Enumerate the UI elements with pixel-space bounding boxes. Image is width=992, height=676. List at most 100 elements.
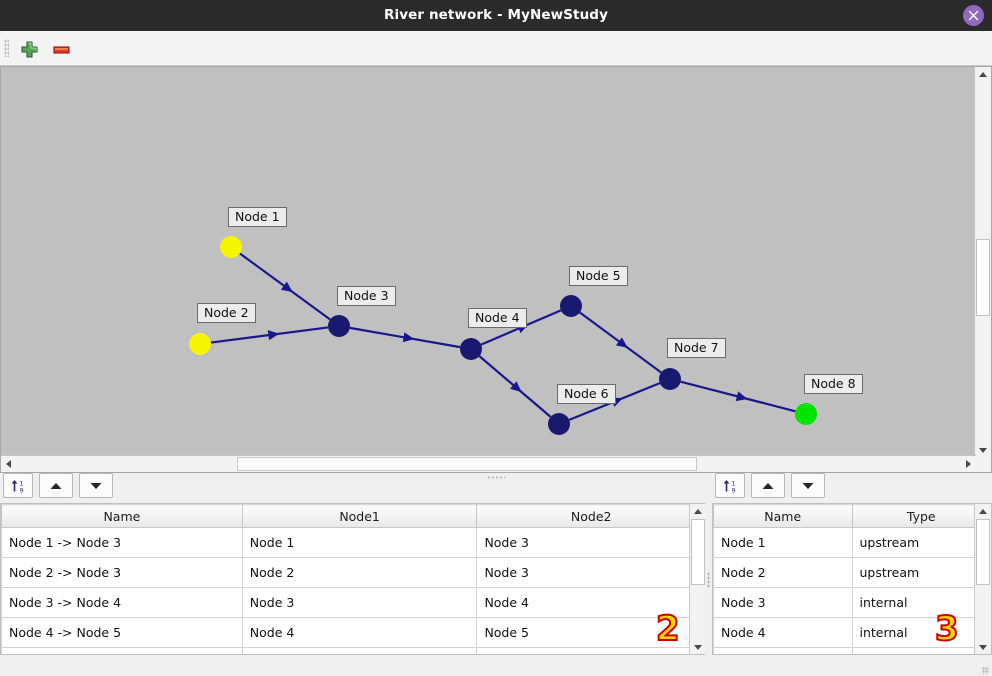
reaches-toolbar: 1 9 — [3, 473, 119, 498]
column-header-type[interactable]: Type — [851, 504, 991, 528]
scroll-up-button[interactable] — [975, 67, 991, 82]
table-cell[interactable] — [851, 647, 991, 654]
table-cell[interactable]: Node 2 — [241, 557, 478, 588]
graph-node-node8[interactable] — [795, 403, 817, 425]
nodes-scroll-up-button[interactable] — [975, 504, 990, 518]
scroll-right-button[interactable] — [961, 456, 976, 472]
graph-node-label-node7[interactable]: Node 7 — [667, 338, 726, 358]
edge-arrow-node1-node3 — [280, 281, 293, 293]
table-cell[interactable]: Node 1 — [241, 527, 478, 558]
edge-arrow-node2-node3 — [267, 330, 280, 341]
chevron-up-icon — [978, 508, 987, 514]
scroll-down-button[interactable] — [975, 443, 991, 458]
chevron-down-icon — [978, 644, 987, 650]
graph-node-node3[interactable] — [328, 315, 350, 337]
reaches-scroll-up-button[interactable] — [690, 504, 705, 518]
column-header-node2[interactable]: Node2 — [476, 504, 706, 528]
graph-node-node4[interactable] — [460, 338, 482, 360]
nodes-move-down-button[interactable] — [791, 473, 825, 498]
resize-grip[interactable] — [982, 667, 989, 674]
add-node-icon[interactable] — [20, 40, 40, 58]
graph-node-node5[interactable] — [560, 295, 582, 317]
network-canvas[interactable]: Node 1 Node 2 Node 3 Node 4 Node 5 Node 6 Node… — [1, 67, 976, 457]
delete-node-icon[interactable] — [52, 40, 72, 58]
table-cell[interactable]: Node 3 -> Node 4 — [1, 587, 243, 618]
table-row-empty[interactable] — [713, 647, 991, 654]
network-diagram-pane[interactable]: Node 1 Node 2 Node 3 Node 4 Node 5 Node 6 Node… — [0, 66, 992, 473]
table-cell[interactable]: Node 2 — [713, 557, 853, 588]
window-title: River network - MyNewStudy — [384, 7, 608, 23]
table-row-empty[interactable] — [1, 647, 706, 654]
table-cell[interactable]: Node 4 — [713, 617, 853, 648]
table-cell[interactable]: upstream — [851, 557, 991, 588]
toolbar-grip[interactable] — [4, 39, 9, 57]
graph-node-node1[interactable] — [220, 236, 242, 258]
column-header-node1[interactable]: Node1 — [241, 504, 478, 528]
nodes-sort-button[interactable]: 1 9 — [715, 473, 745, 498]
column-header-name[interactable]: Name — [1, 504, 243, 528]
table-cell[interactable] — [241, 647, 478, 654]
table-cell[interactable]: Node 3 — [713, 587, 853, 618]
graph-node-node7[interactable] — [659, 368, 681, 390]
reaches-scroll-thumb[interactable] — [691, 519, 705, 585]
table-cell[interactable]: Node 3 — [476, 527, 706, 558]
table-cell[interactable]: Node 4 -> Node 5 — [1, 617, 243, 648]
chevron-up-icon — [693, 508, 702, 514]
nodes-scroll-down-button[interactable] — [975, 640, 990, 654]
table-cell[interactable]: Node 3 — [476, 557, 706, 588]
graph-node-label-node5[interactable]: Node 5 — [569, 266, 628, 286]
graph-node-label-node8[interactable]: Node 8 — [804, 374, 863, 394]
table-cell[interactable] — [1, 647, 243, 654]
table-cell[interactable]: Node 3 — [241, 587, 478, 618]
graph-node-node2[interactable] — [189, 333, 211, 355]
canvas-vscroll-thumb[interactable] — [976, 239, 990, 316]
graph-node-label-node2[interactable]: Node 2 — [197, 303, 256, 323]
reaches-move-down-button[interactable] — [79, 473, 113, 498]
table-cell[interactable]: internal — [851, 587, 991, 618]
reaches-scroll-down-button[interactable] — [690, 640, 705, 654]
reaches-table-scrollbar[interactable] — [689, 504, 706, 654]
table-cell[interactable]: Node 5 — [476, 617, 706, 648]
table-cell[interactable] — [713, 647, 853, 654]
table-cell[interactable]: upstream — [851, 527, 991, 558]
nodes-move-up-button[interactable] — [751, 473, 785, 498]
reaches-sort-button[interactable]: 1 9 — [3, 473, 33, 498]
graph-node-node6[interactable] — [548, 413, 570, 435]
graph-node-label-node6[interactable]: Node 6 — [557, 384, 616, 404]
canvas-vertical-scrollbar[interactable] — [974, 67, 991, 458]
table-cell[interactable]: Node 1 -> Node 3 — [1, 527, 243, 558]
graph-node-label-node3[interactable]: Node 3 — [337, 286, 396, 306]
table-cell[interactable]: Node 2 -> Node 3 — [1, 557, 243, 588]
column-header-name[interactable]: Name — [713, 504, 853, 528]
nodes-scroll-thumb[interactable] — [976, 519, 990, 585]
node-layer — [189, 236, 817, 435]
horizontal-splitter[interactable] — [0, 473, 992, 481]
table-cell[interactable]: internal — [851, 617, 991, 648]
graph-node-label-node1[interactable]: Node 1 — [228, 207, 287, 227]
scroll-left-button[interactable] — [1, 456, 16, 472]
table-cell[interactable]: Node 4 — [241, 617, 478, 648]
canvas-horizontal-scrollbar[interactable] — [1, 455, 976, 472]
table-cell[interactable]: Node 4 — [476, 587, 706, 618]
vertical-splitter[interactable] — [705, 500, 712, 660]
reaches-move-up-button[interactable] — [39, 473, 73, 498]
close-icon[interactable] — [963, 5, 984, 26]
graph-node-label-node4[interactable]: Node 4 — [468, 308, 527, 328]
table-cell[interactable]: Node 1 — [713, 527, 853, 558]
nodes-table-scrollbar[interactable] — [974, 504, 991, 654]
canvas-hscroll-thumb[interactable] — [237, 457, 697, 471]
